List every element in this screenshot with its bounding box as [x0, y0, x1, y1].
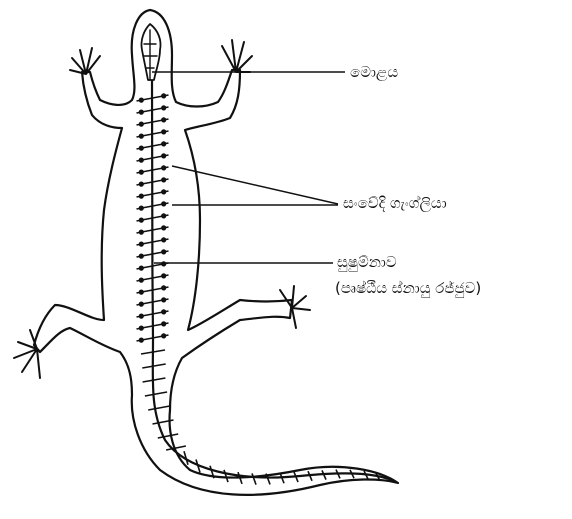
ganglion-dot [140, 266, 144, 270]
tail-nerve [252, 473, 256, 484]
ganglion-dot [162, 118, 166, 122]
ganglion-dot [140, 182, 144, 186]
ganglion-dot [162, 238, 166, 242]
ganglion-dot [162, 94, 166, 98]
ganglion-dot [140, 242, 144, 246]
ganglion-dot [140, 278, 144, 282]
ganglion-dot [162, 166, 166, 170]
dorsal-nerve-cord-label: (පෘෂ්ඨීය ස්නායු රජ්ජුව) [335, 278, 481, 298]
ganglion-dot [162, 178, 166, 182]
ganglion-dot [162, 226, 166, 230]
ganglion-dot [140, 302, 144, 306]
tail-nerve [142, 364, 165, 368]
ganglion-dot [162, 310, 166, 314]
ganglion-dot [140, 122, 144, 126]
tail-nerve [158, 434, 178, 438]
rear-right-foot [280, 286, 310, 328]
ganglion-dot [162, 130, 166, 134]
ganglion-dot [162, 274, 166, 278]
ganglion-dot [140, 110, 144, 114]
tail-nerve [148, 406, 170, 410]
ganglion-dot [162, 286, 166, 290]
ganglion-dot [162, 298, 166, 302]
front-left-foot [70, 48, 100, 74]
sensory-ganglia-label: සංවේදි ගැංග්ලියා [343, 193, 447, 213]
ganglion-dot [162, 142, 166, 146]
tail-nerve [145, 392, 167, 396]
front-right-foot [222, 40, 252, 72]
ganglion-dot [140, 254, 144, 258]
ganglion-dot [162, 214, 166, 218]
ganglion-dot [140, 134, 144, 138]
ganglion-dot [140, 218, 144, 222]
ganglion-dot [140, 230, 144, 234]
ganglion-dot [140, 314, 144, 318]
ganglion-dot [140, 146, 144, 150]
ganglion-dot [140, 98, 144, 102]
ganglion-dot [140, 170, 144, 174]
ganglion-dot [162, 154, 166, 158]
ganglion-dot [140, 326, 144, 330]
tail-nerve [224, 470, 228, 482]
ganglion-dot [162, 334, 166, 338]
spinal-cord-label: සුෂුම්නාව [337, 252, 397, 272]
ganglion-dot [162, 202, 166, 206]
ganglion-dot [162, 106, 166, 110]
ganglion-dot [140, 206, 144, 210]
ganglion-dot [140, 194, 144, 198]
ganglion-dot [140, 290, 144, 294]
ganglion-dot [140, 158, 144, 162]
ganglion-dot [140, 338, 144, 342]
ganglion-dot [162, 322, 166, 326]
ganglion-dot [162, 190, 166, 194]
ganglion-dot [162, 250, 166, 254]
brain-label: මොළය [350, 62, 398, 82]
